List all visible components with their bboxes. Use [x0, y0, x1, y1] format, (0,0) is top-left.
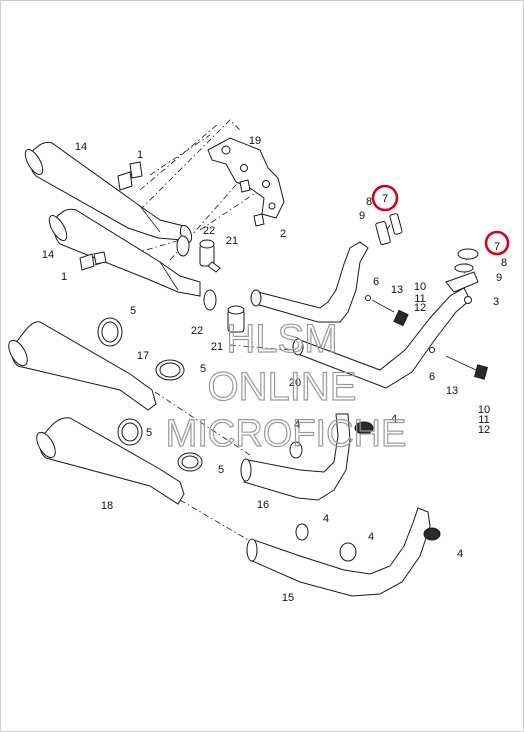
callout-label-7: 7	[494, 241, 500, 253]
watermark: HLSM ONLINE MICROFICHE	[165, 316, 407, 455]
callout-label-22: 22	[203, 225, 215, 237]
watermark-line-3: MICROFICHE	[166, 413, 407, 455]
highlight-circle-7-right	[484, 230, 510, 256]
oxygen-sensor-lower	[429, 347, 488, 380]
callout-label-5: 5	[218, 464, 224, 476]
muffler-bracket	[207, 137, 285, 219]
callout-label-13: 13	[391, 284, 403, 296]
callout-label-5: 5	[200, 363, 206, 375]
lower-header-pipe	[246, 507, 441, 597]
callout-label-19: 19	[249, 135, 261, 147]
callout-label-10: 10	[478, 404, 490, 416]
muffler-clamps-upper	[176, 235, 221, 273]
flange-stack-right	[445, 248, 479, 304]
callout-label-4: 4	[457, 548, 463, 560]
callout-label-1: 1	[61, 271, 67, 283]
callout-label-21: 21	[211, 341, 223, 353]
callout-label-4: 4	[323, 513, 329, 525]
callout-label-4: 4	[294, 419, 300, 431]
watermark-line-2: ONLINE	[208, 365, 357, 409]
callout-label-20: 20	[289, 377, 301, 389]
callout-label-10: 10	[414, 281, 426, 293]
callout-label-12: 12	[478, 424, 490, 436]
lower-muffler	[48, 208, 201, 297]
front-header-pipe	[240, 413, 374, 501]
callout-label-9: 9	[359, 210, 365, 222]
callout-label-3: 3	[493, 296, 499, 308]
muffler-clamp-ring	[97, 317, 203, 472]
right-muffler	[36, 417, 185, 505]
callout-label-21: 21	[226, 235, 238, 247]
callout-label-6: 6	[373, 276, 379, 288]
watermark-line-1: HLSM	[226, 317, 337, 361]
callout-label-7: 7	[382, 193, 388, 205]
muffler-clamps-lower	[203, 289, 245, 333]
callout-label-4: 4	[368, 531, 374, 543]
callout-label-4: 4	[391, 413, 397, 425]
callout-label-11: 11	[478, 414, 489, 426]
flange-stack-left	[375, 213, 403, 245]
callout-label-14: 14	[75, 141, 87, 153]
callout-label-5: 5	[130, 305, 136, 317]
left-muffler	[8, 321, 157, 411]
callout-label-15: 15	[282, 592, 294, 604]
callout-label-8: 8	[366, 196, 372, 208]
highlight-circle-7-left	[371, 184, 399, 212]
callout-label-9: 9	[496, 272, 502, 284]
callout-label-6: 6	[429, 371, 435, 383]
callout-label-11: 11	[414, 293, 425, 305]
callout-label-2: 2	[280, 228, 286, 240]
callout-label-16: 16	[257, 499, 269, 511]
rear-header-pipe	[250, 241, 471, 389]
callout-label-1: 1	[137, 149, 143, 161]
callout-label-13: 13	[446, 385, 458, 397]
callout-label-18: 18	[101, 500, 113, 512]
callout-label-14: 14	[42, 249, 54, 261]
callout-label-22: 22	[191, 325, 203, 337]
upper-muffler	[24, 141, 193, 244]
callout-label-5: 5	[146, 427, 152, 439]
highlight-markers	[371, 184, 510, 256]
callout-label-17: 17	[137, 350, 149, 362]
mounting-bolts	[79, 161, 265, 271]
oxygen-sensor-upper	[365, 295, 409, 327]
callout-label-12: 12	[414, 302, 426, 314]
callout-label-8: 8	[501, 257, 507, 269]
